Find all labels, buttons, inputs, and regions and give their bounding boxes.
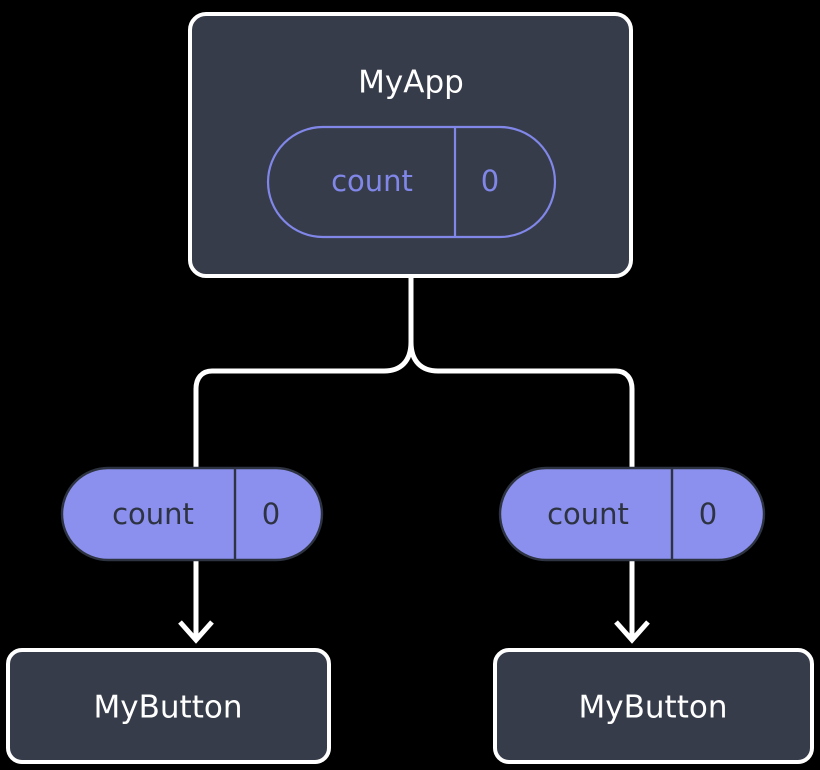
prop-pill-right[interactable]: count 0 xyxy=(498,466,766,562)
node-myapp-background xyxy=(190,14,631,276)
node-myapp-title: MyApp xyxy=(358,65,464,101)
prop-pill-left[interactable]: count 0 xyxy=(60,466,324,562)
state-pill-myapp-outline xyxy=(266,125,557,239)
node-mybutton-left[interactable]: MyButton xyxy=(6,648,331,764)
node-myapp[interactable]: MyApp count 0 xyxy=(188,12,633,278)
arrow-head-right xyxy=(614,620,650,644)
prop-pill-left-value: 0 xyxy=(262,497,280,531)
connector-branch-right xyxy=(408,341,635,468)
prop-pill-left-shape xyxy=(60,466,324,562)
node-mybutton-right-border xyxy=(493,648,814,764)
state-pill-myapp-key: count xyxy=(331,164,413,198)
arrow-head-left xyxy=(178,620,214,644)
node-mybutton-left-background xyxy=(8,650,329,762)
node-mybutton-right-background xyxy=(495,650,812,762)
state-pill-myapp-value: 0 xyxy=(481,164,499,198)
node-mybutton-left-title: MyButton xyxy=(94,690,243,726)
prop-pill-right-value: 0 xyxy=(699,497,717,531)
node-mybutton-left-border xyxy=(6,648,331,764)
node-myapp-border xyxy=(188,12,633,278)
node-mybutton-right-title: MyButton xyxy=(579,690,728,726)
prop-pill-right-key: count xyxy=(547,497,629,531)
prop-pill-left-key: count xyxy=(112,497,194,531)
prop-pill-right-shape xyxy=(498,466,766,562)
state-pill-myapp[interactable]: count 0 xyxy=(266,125,557,239)
node-mybutton-right[interactable]: MyButton xyxy=(493,648,814,764)
connector-branch-left xyxy=(193,341,414,468)
